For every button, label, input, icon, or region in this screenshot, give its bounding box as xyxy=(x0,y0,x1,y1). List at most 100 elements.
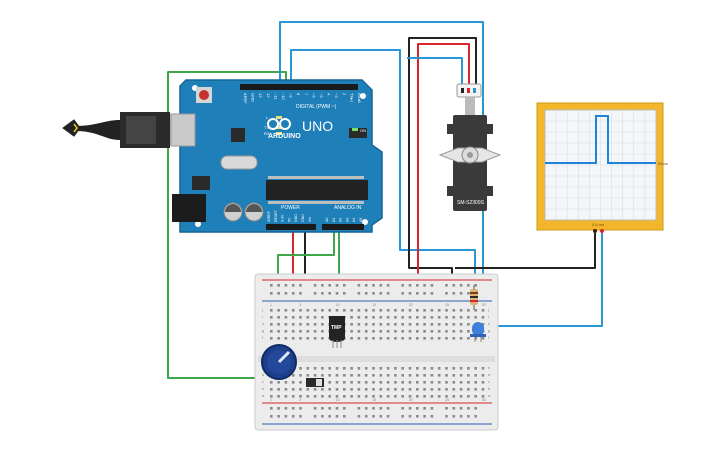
led-label-tx: TX xyxy=(264,125,269,130)
column-number: 1 xyxy=(270,303,272,307)
column-number: 15 xyxy=(372,398,376,402)
row-letter: e xyxy=(488,365,491,370)
power-pin-label: GND xyxy=(294,214,298,222)
potentiometer[interactable] xyxy=(261,344,297,380)
wire-scope-black[interactable] xyxy=(455,233,596,269)
sensor-label: TMP xyxy=(331,325,342,331)
row-letter: h xyxy=(488,321,490,326)
digital-pin-label: 2 xyxy=(342,93,347,96)
digital-pin-label: 4 xyxy=(327,93,332,96)
row-letter: f xyxy=(262,335,264,340)
digital-pin-label: ~5 xyxy=(319,93,324,98)
analog-pin-label: A1 xyxy=(332,218,336,222)
digital-header[interactable] xyxy=(240,84,358,90)
scope-probe-pos[interactable] xyxy=(600,229,604,233)
arduino-model: UNO xyxy=(302,118,333,134)
digital-label: DIGITAL (PWM ~) xyxy=(296,104,336,110)
resistor[interactable] xyxy=(470,285,478,310)
power-pin-label: IOREF xyxy=(267,210,271,222)
power-pin-label: RESET xyxy=(274,209,278,222)
column-number: 5 xyxy=(299,398,301,402)
analog-pin-label: A4 xyxy=(352,218,356,222)
column-number: 20 xyxy=(409,303,413,307)
scope-probe-neg[interactable] xyxy=(593,229,597,233)
row-letter: d xyxy=(488,372,490,377)
scope-grid xyxy=(545,110,656,220)
wire-servo-black[interactable] xyxy=(408,37,477,285)
led[interactable] xyxy=(470,322,486,342)
wire-blue-pin9[interactable] xyxy=(290,49,476,320)
wire-scope-blue[interactable] xyxy=(482,233,603,327)
atmega-chip xyxy=(266,180,368,200)
row-letter: d xyxy=(262,372,264,377)
arduino-logo-icon xyxy=(267,118,291,130)
analog-pin-label: A3 xyxy=(345,218,349,222)
row-letter: j xyxy=(487,307,489,312)
power-label: POWER xyxy=(281,205,300,211)
row-letter: i xyxy=(488,314,489,319)
row-letter: a xyxy=(262,393,265,398)
column-number: 10 xyxy=(336,398,340,402)
digital-pin-label: 7 xyxy=(304,93,309,96)
usb-cable-icon xyxy=(73,123,78,133)
digital-pin-label: TX▸1 xyxy=(349,93,354,103)
row-letter: f xyxy=(488,335,490,340)
digital-pin-label: 8 xyxy=(296,93,301,96)
dc-jack xyxy=(172,194,206,222)
wire-green-pin12[interactable] xyxy=(167,71,287,379)
temperature-sensor[interactable]: TMP xyxy=(329,316,345,348)
analog-label: ANALOG IN xyxy=(334,205,362,211)
column-number: 10 xyxy=(336,303,340,307)
column-number: 1 xyxy=(270,398,272,402)
digital-pin-label: RX◂0 xyxy=(357,93,362,104)
power-pin-label: Vin xyxy=(308,217,312,222)
digital-pin-label: ~10 xyxy=(281,93,286,101)
row-letter: h xyxy=(262,321,264,326)
servo-motor[interactable]: SM-S2309S xyxy=(438,83,502,211)
digital-pin-label: GND xyxy=(251,93,256,102)
row-letter: j xyxy=(261,307,263,312)
row-letter: a xyxy=(488,393,491,398)
row-letter: c xyxy=(488,379,490,384)
servo-model: SM-S2309S xyxy=(457,200,485,206)
scope-trace xyxy=(545,115,656,164)
row-letter: g xyxy=(262,328,264,333)
row-letter: i xyxy=(262,314,263,319)
slide-switch[interactable] xyxy=(306,378,324,387)
column-number: 15 xyxy=(372,303,376,307)
column-number: 25 xyxy=(445,303,449,307)
analog-header[interactable] xyxy=(322,224,364,230)
power-header[interactable] xyxy=(266,224,316,230)
led-label-l: L xyxy=(266,115,269,120)
row-letter: b xyxy=(262,386,265,391)
scope-bottom-label: 0.5 ms xyxy=(592,222,604,227)
column-number: 5 xyxy=(299,303,301,307)
scope-side-label: Wave xyxy=(658,161,669,166)
digital-pin-label: 12 xyxy=(266,93,271,98)
arduino-brand: ARDUINO xyxy=(268,133,301,140)
column-number: 30 xyxy=(482,398,486,402)
power-pin-label: GND xyxy=(301,214,305,222)
oscilloscope[interactable]: Wave 0.5 ms xyxy=(536,102,669,233)
digital-pin-label: ~3 xyxy=(334,93,339,98)
wire-servo-red[interactable] xyxy=(417,43,470,285)
digital-pin-label: ~11 xyxy=(273,93,278,100)
digital-pin-label: ~6 xyxy=(311,93,316,98)
led-label-rx: RX xyxy=(264,131,270,136)
row-letter: g xyxy=(488,328,490,333)
analog-pin-label: A5 xyxy=(359,218,363,222)
breadboard[interactable]: jjiihhggffeeddccbbaa 1155101015152020252… xyxy=(254,273,499,431)
digital-pin-label: AREF xyxy=(243,93,248,104)
potentiometer-knob[interactable] xyxy=(277,350,291,364)
analog-pin-label: A2 xyxy=(339,218,343,222)
row-letter: b xyxy=(488,386,491,391)
column-number: 20 xyxy=(409,398,413,402)
power-pin-label: 3.3V xyxy=(281,214,285,222)
wire-servo-signal[interactable] xyxy=(407,57,463,85)
